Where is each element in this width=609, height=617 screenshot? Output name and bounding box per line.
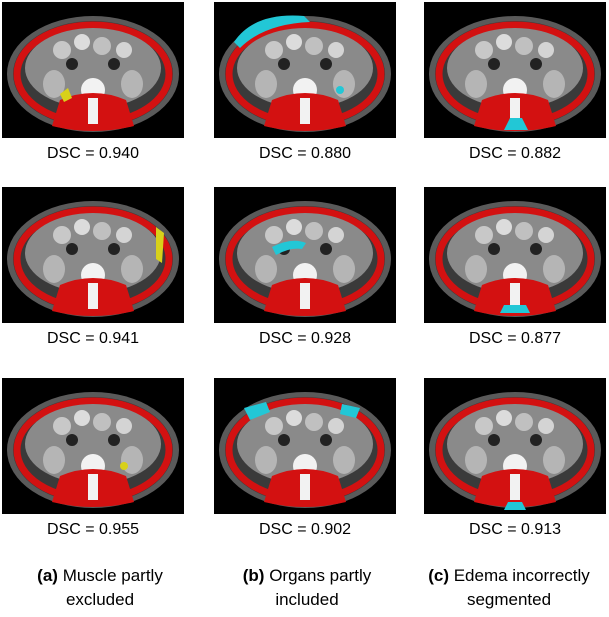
panel-a2: DSC = 0.941 — [2, 187, 184, 363]
panel-a3: DSC = 0.955 — [2, 378, 184, 554]
ct-image — [2, 378, 184, 514]
panel-a1: DSC = 0.940 — [2, 2, 184, 178]
panel-c3: DSC = 0.913 — [424, 378, 606, 554]
caption-a: (a) Muscle partly excluded — [0, 564, 200, 612]
caption-letter: (c) — [428, 566, 449, 585]
ct-image — [214, 378, 396, 514]
panel-b2: DSC = 0.928 — [214, 187, 396, 363]
panel-b3: DSC = 0.902 — [214, 378, 396, 554]
dsc-value: DSC = 0.880 — [258, 145, 352, 162]
caption-letter: (a) — [37, 566, 58, 585]
dsc-value: DSC = 0.902 — [258, 521, 352, 538]
dsc-value: DSC = 0.928 — [258, 330, 352, 347]
dsc-value: DSC = 0.941 — [46, 330, 140, 347]
ct-image — [2, 187, 184, 323]
caption-line1: Muscle partly — [62, 566, 163, 585]
caption-c: (c) Edema incorrectly segmented — [409, 564, 609, 612]
panel-b1: DSC = 0.880 — [214, 2, 396, 178]
caption-line1: Organs partly — [269, 566, 372, 585]
dsc-value: DSC = 0.882 — [468, 145, 562, 162]
caption-line2: included — [275, 590, 339, 609]
caption-b: (b) Organs partly included — [207, 564, 407, 612]
dsc-value: DSC = 0.955 — [46, 521, 140, 538]
dsc-value: DSC = 0.940 — [46, 145, 140, 162]
ct-image — [424, 2, 606, 138]
caption-line1: Edema incorrectly — [453, 566, 590, 585]
caption-letter: (b) — [242, 566, 265, 585]
dsc-value: DSC = 0.913 — [468, 521, 562, 538]
ct-image — [424, 378, 606, 514]
ct-image — [424, 187, 606, 323]
panel-c1: DSC = 0.882 — [424, 2, 606, 178]
ct-image — [214, 187, 396, 323]
dsc-value: DSC = 0.877 — [468, 330, 562, 347]
caption-line2: segmented — [466, 590, 552, 609]
ct-image — [2, 2, 184, 138]
ct-image — [214, 2, 396, 138]
panel-c2: DSC = 0.877 — [424, 187, 606, 363]
caption-line2: excluded — [65, 590, 135, 609]
